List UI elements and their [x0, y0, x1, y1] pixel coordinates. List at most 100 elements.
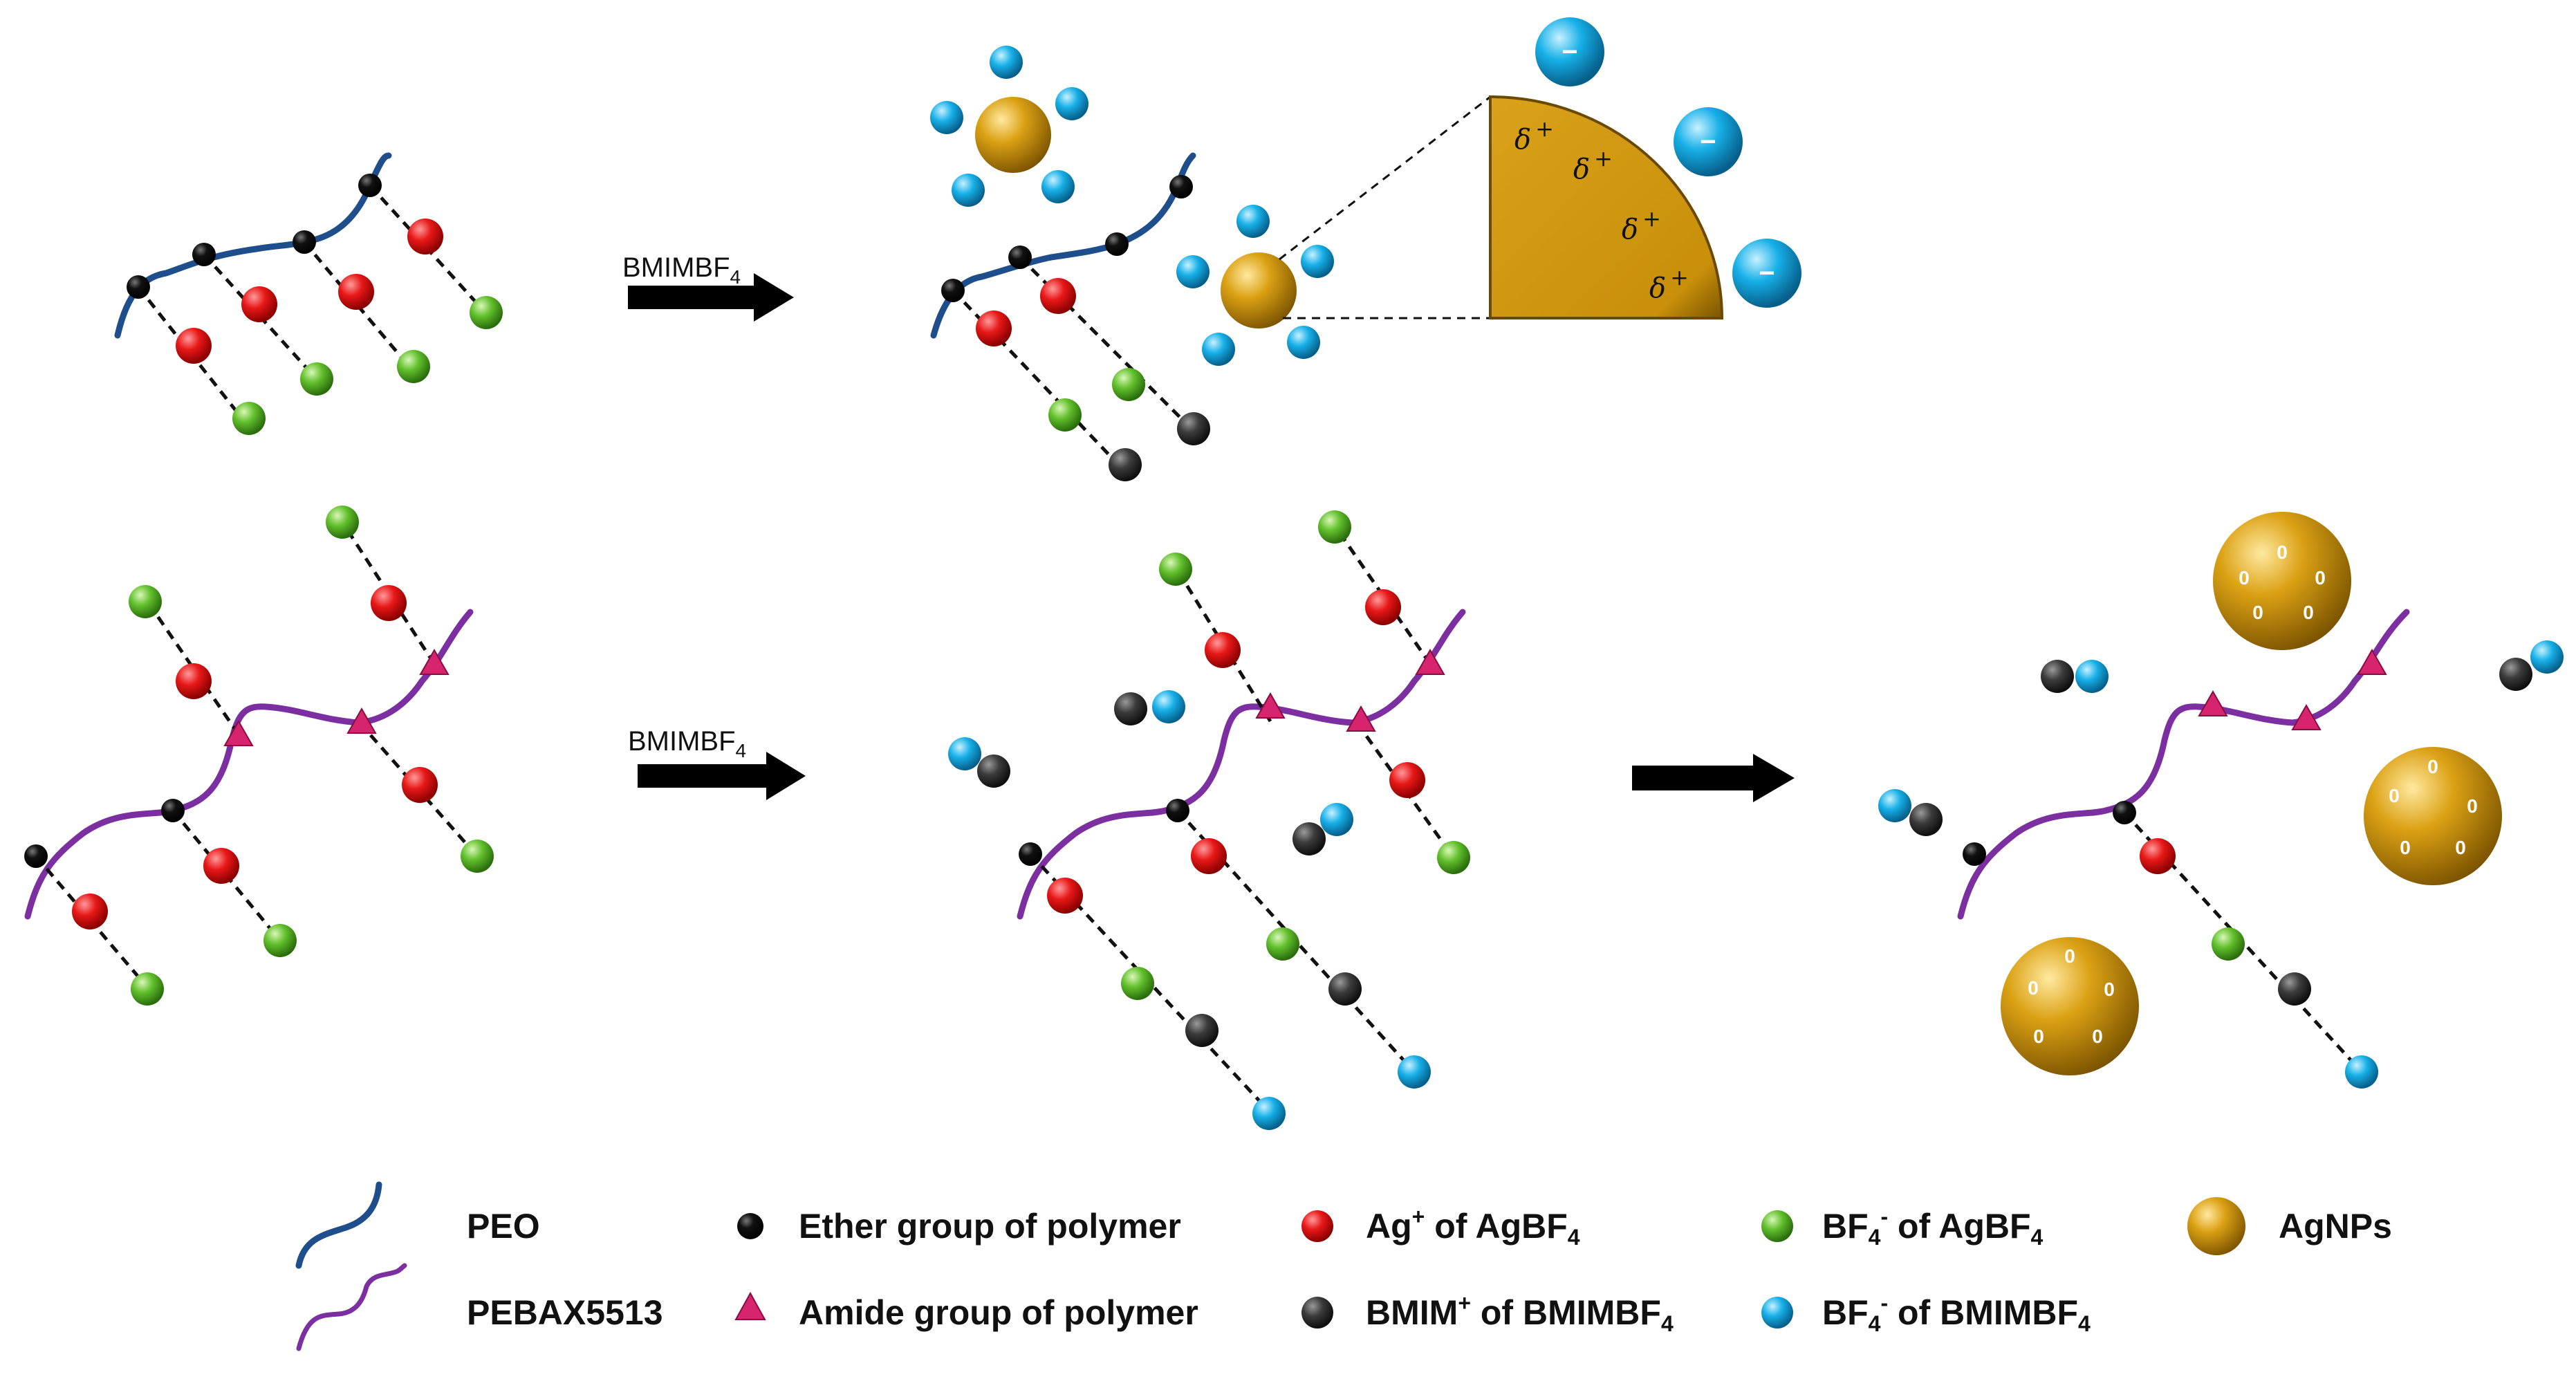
- ether-groups: [941, 175, 1193, 302]
- agnp: [975, 97, 1051, 173]
- bf4-bmim-anion: [948, 737, 981, 770]
- bf4-bmim-anion: [1878, 789, 1911, 822]
- agnp-large: 0 0 0 0 0: [2213, 512, 2351, 650]
- bf4-bmim-anion: [1236, 205, 1270, 238]
- svg-text:0: 0: [2104, 979, 2115, 1000]
- agnp-legend-marker: [2187, 1197, 2245, 1255]
- legend-bf4-bmim: BF4- of BMIMBF4: [1822, 1290, 2091, 1336]
- bf4-ag-legend-marker: [1761, 1210, 1793, 1242]
- bf4-anion: [470, 296, 503, 329]
- ether-dot: [24, 844, 48, 868]
- bmim-cations: [977, 692, 1362, 1047]
- svg-text:BMIMBF4: BMIMBF4: [628, 726, 746, 761]
- agnp-cluster: [1176, 205, 1334, 366]
- amide-triangle: [1346, 705, 1376, 732]
- bf4-bmim-legend-marker: [1761, 1297, 1793, 1329]
- bmim-legend-marker: [1301, 1297, 1333, 1329]
- delta-charge: δ: [1514, 124, 1531, 156]
- svg-text:0: 0: [2033, 1026, 2044, 1047]
- bmim-cation: [1185, 1014, 1218, 1047]
- bf4-bmim-anion: [1301, 245, 1334, 278]
- panel-peo-bmimbf4: δ+ δ+ δ+ δ+ − − −: [930, 17, 1801, 481]
- ether-dot: [1105, 232, 1129, 256]
- agnp: [2001, 937, 2139, 1075]
- zoom-anions: − − −: [1535, 17, 1801, 308]
- pebax-chain: [1957, 609, 2410, 920]
- legend-agnps: AgNPs: [2279, 1207, 2392, 1246]
- svg-text:δ+: δ+: [1514, 115, 1554, 156]
- ether-dot: [161, 799, 185, 822]
- bf4-bmim-anion-large: [1535, 17, 1604, 86]
- ag-ion: [2140, 838, 2176, 874]
- bf4-ag-anions: [1048, 368, 1145, 432]
- peo-legend-line: [295, 1181, 382, 1269]
- panel-peo-agbf4: [114, 152, 503, 435]
- legend-peo: PEO: [467, 1207, 540, 1246]
- ether-dot: [293, 230, 316, 254]
- bf4-anion: [326, 506, 359, 539]
- svg-text:δ+: δ+: [1573, 145, 1613, 185]
- bmim-cations: [1109, 412, 1210, 481]
- bf4-anion: [1121, 967, 1154, 1000]
- ag-ion-legend-marker: [1301, 1210, 1333, 1242]
- ether-dot: [358, 174, 382, 197]
- bf4-anion: [131, 972, 164, 1006]
- agnp-quarter: [1489, 95, 1724, 320]
- bf4-bmim-anion-large: [1674, 107, 1743, 176]
- svg-text:0: 0: [2064, 945, 2075, 967]
- bmim-cation: [1109, 448, 1142, 481]
- anion-charge: −: [1562, 37, 1577, 67]
- anion-charge: −: [1759, 258, 1775, 288]
- ether-legend-marker: [737, 1213, 763, 1239]
- bf4-anion: [397, 350, 430, 383]
- bmim-cation: [1114, 692, 1147, 725]
- ether-dot: [1008, 246, 1032, 269]
- bmim-cation: [977, 755, 1010, 788]
- bf4-bmim-anion: [1152, 690, 1185, 723]
- amide-groups: [1255, 648, 1445, 732]
- bf4-bmim-anion: [2075, 660, 2109, 693]
- bmim-cation: [1328, 972, 1362, 1006]
- bf4-anion: [1159, 553, 1192, 586]
- delta-charge: δ: [1649, 272, 1666, 304]
- bf4-anion: [461, 840, 494, 873]
- delta-charge: δ: [1573, 154, 1590, 185]
- arrow-label: BMIMBF: [622, 252, 730, 283]
- bf4-bmim-anion: [930, 101, 963, 134]
- legend-amide: Amide group of polymer: [799, 1293, 1198, 1332]
- svg-text:0: 0: [2315, 567, 2326, 589]
- ag-ion: [176, 328, 212, 364]
- ether-groups: [1019, 799, 1189, 866]
- bf4-anion: [1048, 398, 1082, 432]
- legend-ether: Ether group of polymer: [799, 1207, 1181, 1246]
- agnp: [1221, 252, 1297, 328]
- bmim-cation: [1909, 803, 1943, 836]
- amide-triangle: [2198, 690, 2228, 716]
- reaction-arrow-final: [1632, 754, 1795, 802]
- pebax-chain: [1017, 609, 1466, 920]
- svg-text:0: 0: [2427, 756, 2438, 777]
- bf4-bmim-anion: [1041, 170, 1075, 203]
- bf4-ag-anions: [1121, 510, 1470, 1000]
- anion-charge: −: [1700, 127, 1716, 157]
- amide-triangle: [346, 707, 377, 734]
- ether-dot: [1169, 175, 1193, 198]
- ag-ions: [976, 278, 1076, 346]
- amide-triangle: [2291, 703, 2322, 730]
- svg-text:BMIMBF4: BMIMBF4: [622, 252, 741, 288]
- panel-agnp-formation: 0 0 0 0 0 0 0 0 0 0 0 0 0 0 0: [1878, 512, 2564, 1089]
- ether-dot: [941, 279, 965, 302]
- bf4-bmim-anion: [1176, 255, 1210, 288]
- legend-pebax: PEBAX5513: [467, 1293, 663, 1332]
- amide-triangle: [1255, 692, 1286, 719]
- bf4-bmim-anion: [952, 174, 985, 207]
- ag-ion: [1191, 838, 1227, 874]
- agnp-large: 0 0 0 0 0: [2364, 747, 2502, 885]
- svg-text:0: 0: [2239, 567, 2250, 589]
- svg-text:0: 0: [2028, 977, 2039, 999]
- arrow-shape: [1632, 754, 1795, 802]
- legend: PEO PEBAX5513 Ether group of polymer Ami…: [295, 1181, 2392, 1351]
- legend-ag-ion: Ag+ of AgBF4: [1366, 1204, 1580, 1250]
- ag-ion: [407, 219, 443, 254]
- ag-ions: [1047, 589, 1425, 914]
